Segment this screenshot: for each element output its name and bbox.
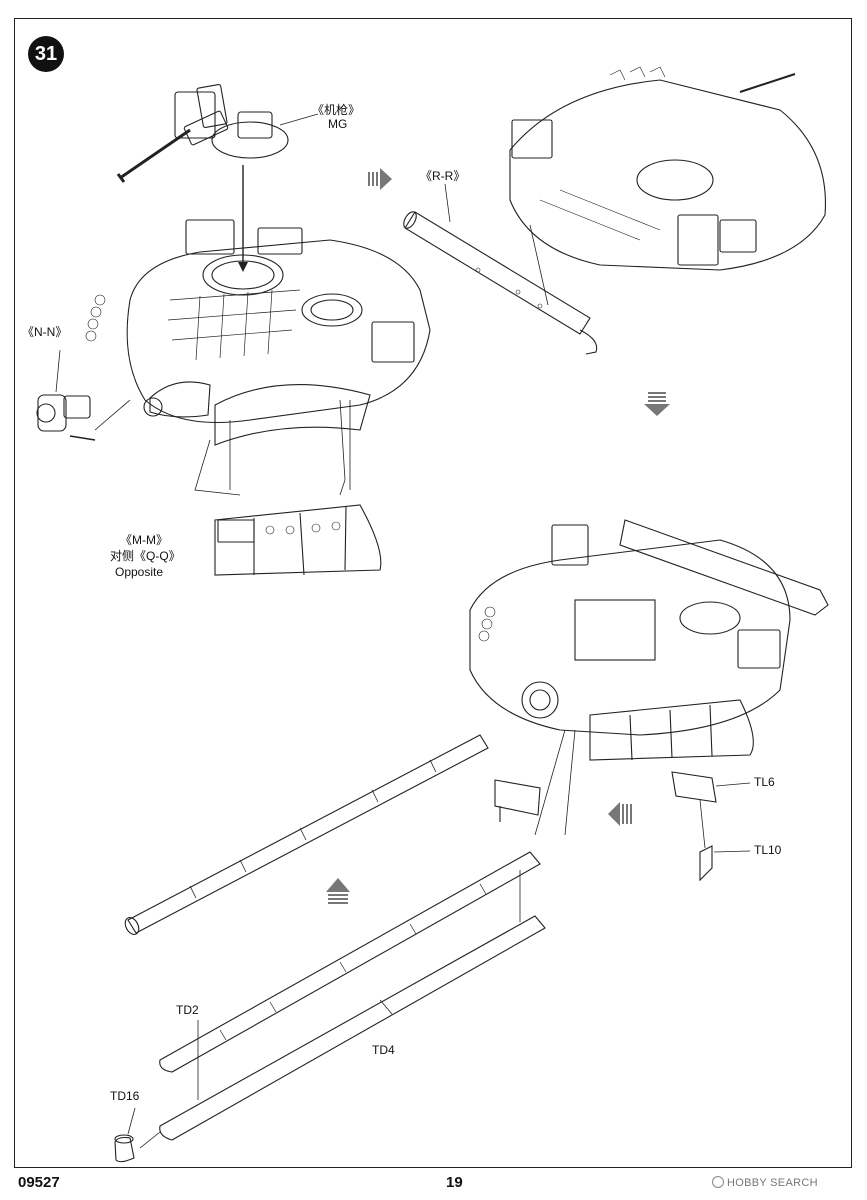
td4-part xyxy=(159,870,546,1141)
td2-label: TD2 xyxy=(176,1003,199,1017)
nn-part xyxy=(36,394,96,441)
mg-part xyxy=(116,83,289,183)
turret-main xyxy=(85,219,431,446)
qq-label-cn: 对侧《Q-Q》 xyxy=(110,549,181,563)
rr-tube-part xyxy=(403,211,598,355)
step-number-badge: 31 xyxy=(28,36,64,72)
barrel-assembled xyxy=(124,734,489,935)
opposite-label: Opposite xyxy=(115,565,164,579)
td16-part xyxy=(114,1134,135,1163)
mg-label-en: MG xyxy=(328,117,348,131)
page-number: 19 xyxy=(446,1174,463,1191)
bracket-part xyxy=(494,779,541,822)
mm-label: 《M-M》 xyxy=(120,533,168,547)
tl10-part xyxy=(699,845,713,882)
td4-label: TD4 xyxy=(372,1043,395,1057)
tl6-part xyxy=(671,771,717,803)
rr-label: 《R-R》 xyxy=(420,169,466,183)
watermark-text: HOBBY SEARCH xyxy=(727,1177,818,1189)
turret-assembled xyxy=(469,519,829,761)
tl10-label: TL10 xyxy=(754,843,782,857)
flow-arrow-down xyxy=(644,392,670,416)
flow-arrow-right xyxy=(368,168,392,190)
td2-part xyxy=(159,851,541,1073)
td16-label: TD16 xyxy=(110,1089,140,1103)
tl6-label: TL6 xyxy=(754,775,775,789)
flow-arrow-up xyxy=(326,878,350,904)
page-border xyxy=(14,18,852,1168)
flow-arrow-left xyxy=(608,802,632,826)
watermark: HOBBY SEARCH xyxy=(712,1176,818,1189)
nn-label: 《N-N》 xyxy=(22,325,68,339)
watermark-logo-icon xyxy=(712,1176,724,1188)
mm-armor-part xyxy=(214,504,382,576)
product-code: 09527 xyxy=(18,1174,60,1191)
mg-label-cn: 《机枪》 xyxy=(312,103,361,117)
turret-rear-view xyxy=(509,66,827,271)
